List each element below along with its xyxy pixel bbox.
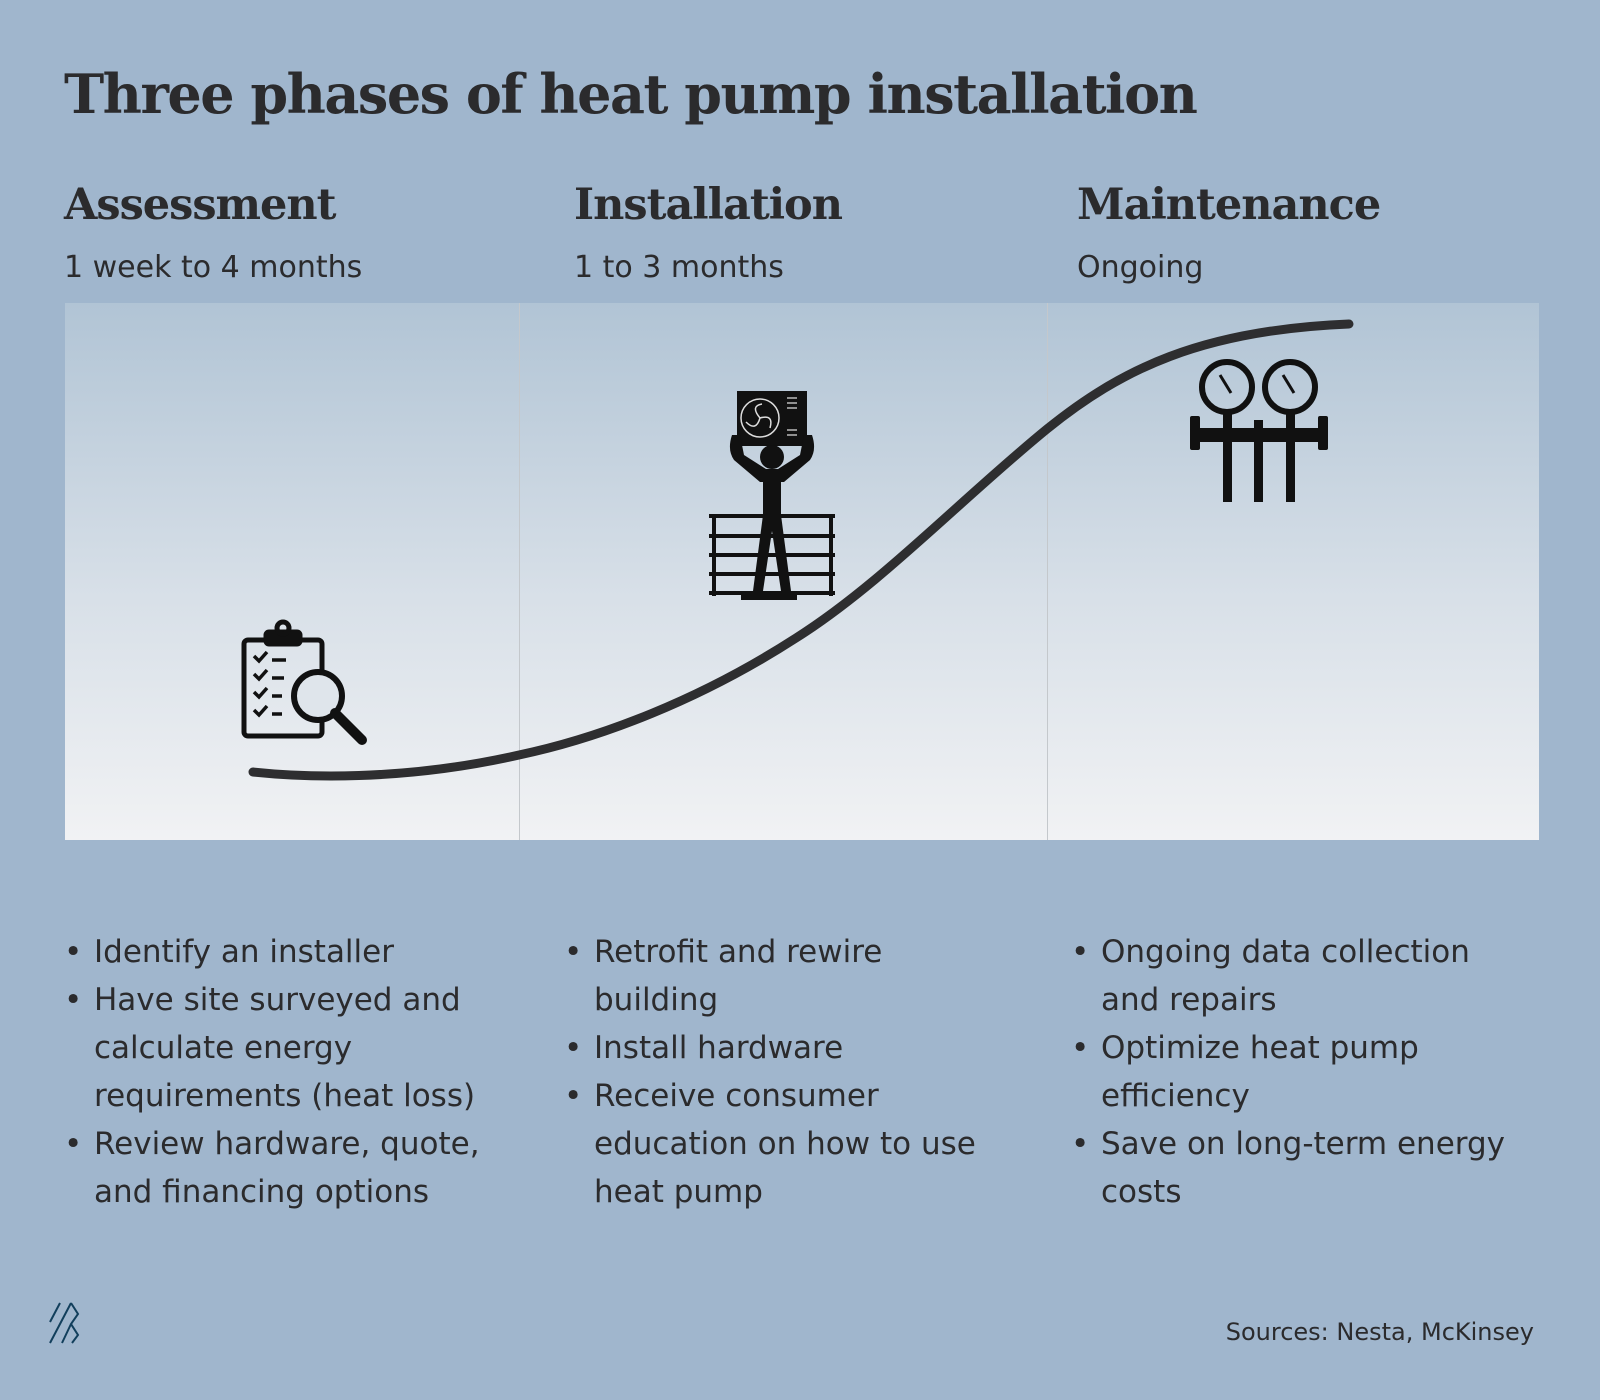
phase-maintenance-header: Maintenance Ongoing (1077, 180, 1381, 285)
list-item: Install hardware (564, 1024, 1004, 1072)
list-item: Ongoing data collection and repairs (1071, 928, 1531, 1024)
list-item: Optimize heat pump efficiency (1071, 1024, 1531, 1120)
phase-installation-header: Installation 1 to 3 months (574, 180, 843, 285)
list-item: Identify an installer (64, 928, 514, 976)
sources-note: Sources: Nesta, McKinsey (1225, 1318, 1534, 1346)
list-item: Have site surveyed and calculate energy … (64, 976, 514, 1120)
phase-assessment-header: Assessment 1 week to 4 months (64, 180, 362, 285)
brand-logo-icon (49, 1302, 80, 1344)
list-item: Review hardware, quote, and financing op… (64, 1120, 514, 1216)
maintenance-bullets: Ongoing data collection and repairs Opti… (1071, 928, 1531, 1216)
page-title: Three phases of heat pump installation (64, 62, 1198, 126)
phase-title: Assessment (64, 180, 337, 230)
phase-duration: 1 week to 4 months (64, 250, 363, 285)
assessment-bullets: Identify an installer Have site surveyed… (64, 928, 514, 1216)
list-item: Save on long-term energy costs (1071, 1120, 1531, 1216)
worker-lifting-heat-pump-icon (709, 391, 835, 600)
pressure-gauges-icon (1190, 359, 1328, 502)
phase-divider (519, 303, 520, 840)
installation-bullets: Retrofit and rewire building Install har… (564, 928, 1004, 1216)
clipboard-magnifier-icon (241, 619, 367, 745)
phase-title: Installation (574, 180, 843, 230)
list-item: Receive consumer education on how to use… (564, 1072, 1004, 1216)
phase-divider (1047, 303, 1048, 840)
phase-duration: Ongoing (1077, 250, 1204, 285)
s-curve (248, 319, 1354, 781)
phase-title: Maintenance (1077, 180, 1381, 230)
list-item: Retrofit and rewire building (564, 928, 1004, 1024)
phase-duration: 1 to 3 months (574, 250, 784, 285)
